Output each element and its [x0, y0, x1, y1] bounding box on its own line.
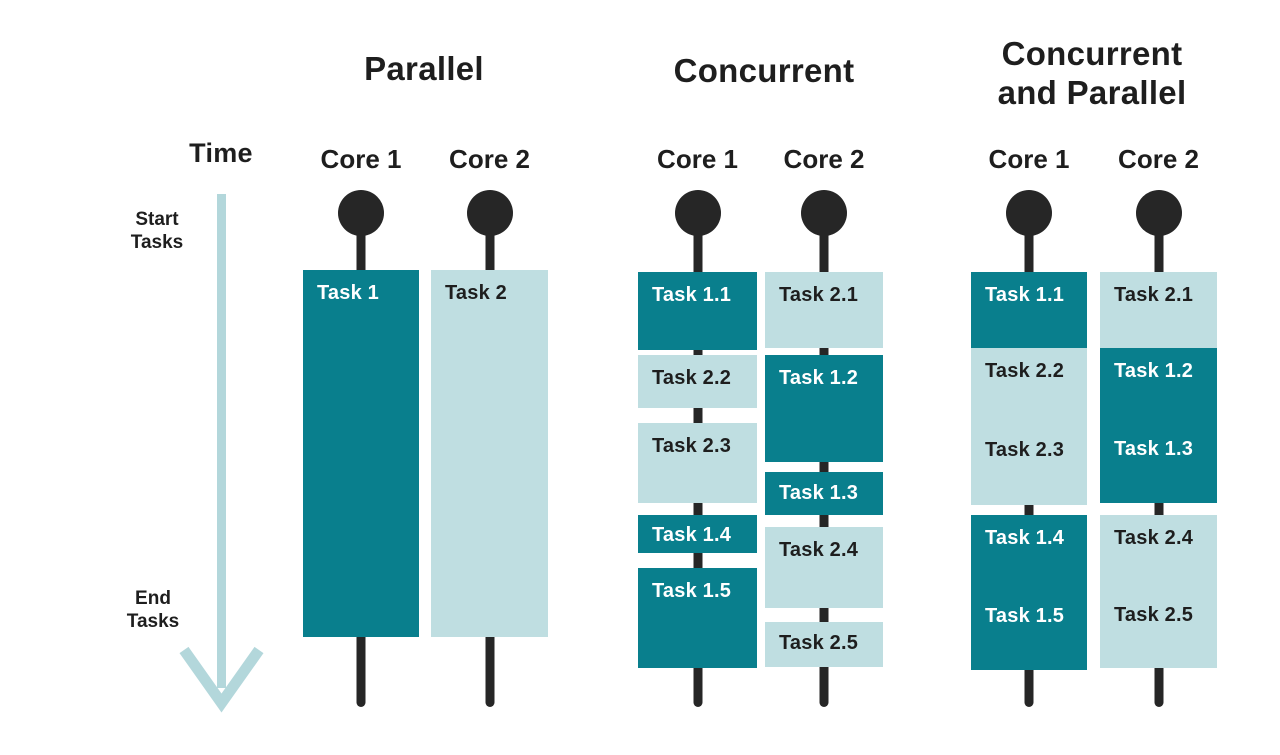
section-title-line: Concurrent: [673, 52, 855, 89]
start-tasks-line1: Start: [135, 209, 179, 230]
task-box: Task 2.1: [765, 272, 883, 348]
task-box: Task 1: [303, 270, 419, 637]
task-box: Task 1.2: [765, 355, 883, 462]
task-half: Task 1.5: [971, 593, 1087, 671]
section-title-line: and Parallel: [997, 74, 1187, 111]
task-box: Task 1.3: [765, 472, 883, 515]
end-tasks-label: End Tasks: [127, 587, 179, 633]
task-box: Task 2.1: [1100, 272, 1217, 348]
task-label: Task 1.4: [985, 527, 1065, 549]
core-column-concurrent-core2: Core 2 Task 2.1 Task 1.2 Task 1.3 Task 2…: [765, 0, 883, 755]
task-box: Task 2.5: [765, 622, 883, 667]
section-title-concurrent: Concurrent: [674, 51, 855, 90]
task-box: Task 2.4: [765, 527, 883, 608]
start-tasks-line2: Tasks: [130, 232, 184, 253]
section-title-line: Parallel: [364, 50, 484, 87]
task-label: Task 2.1: [779, 284, 859, 306]
section-title-concurrent-parallel: Concurrent and Parallel: [998, 34, 1187, 112]
core-header: Core 1: [320, 144, 402, 174]
core-start-dot: [466, 190, 513, 236]
section-title-line: Concurrent: [1001, 35, 1183, 72]
task-label: Task 1.5: [652, 580, 732, 602]
core-start-dot: [338, 190, 384, 236]
task-box-merged: Task 1.2 Task 1.3: [1100, 348, 1217, 503]
task-box: Task 1.1: [638, 272, 757, 350]
task-label: Task 1.2: [1114, 360, 1194, 382]
task-half: Task 1.2: [1100, 348, 1217, 426]
task-label: Task 1.3: [779, 482, 859, 504]
end-tasks-line1: End: [135, 588, 171, 609]
task-box: Task 1.4: [638, 515, 757, 553]
task-label: Task 1.2: [779, 367, 859, 389]
task-half: Task 2.4: [1100, 515, 1217, 592]
core-column-parallel-core1: Core 1 Task 1: [303, 0, 419, 755]
task-label: Task 2.3: [985, 438, 1065, 461]
core-column-parallel-core2: Core 2 Task 2: [431, 0, 548, 755]
core-header: Core 2: [1118, 144, 1199, 174]
task-label: Task 2.4: [779, 539, 859, 561]
core-header: Core 2: [449, 144, 530, 174]
task-label: Task 1.1: [985, 284, 1065, 306]
task-label: Task 2: [445, 282, 507, 304]
task-label: Task 1.5: [985, 604, 1065, 627]
core-header: Core 2: [783, 144, 865, 174]
task-label: Task 2.5: [1114, 603, 1194, 626]
task-label: Task 2.2: [985, 360, 1065, 382]
core-start-dot: [801, 190, 847, 236]
core-header: Core 1: [657, 144, 738, 174]
task-box: Task 2: [431, 270, 548, 637]
task-half: Task 1.3: [1100, 426, 1217, 504]
task-box-merged: Task 2.4 Task 2.5: [1100, 515, 1217, 668]
task-half: Task 2.3: [971, 427, 1087, 506]
core-column-concparallel-core2: Core 2 Task 2.1 Task 1.2 Task 1.3 Task 2…: [1100, 0, 1217, 755]
time-axis-title: Time: [189, 138, 253, 168]
section-title-parallel: Parallel: [364, 49, 484, 88]
task-label: Task 2.2: [652, 367, 732, 389]
core-start-dot: [1006, 190, 1052, 236]
task-label: Task 2.4: [1114, 527, 1194, 549]
core-start-dot: [1135, 190, 1182, 236]
task-box: Task 1.5: [638, 568, 757, 668]
task-label: Task 1.1: [652, 284, 732, 306]
task-label: Task 2.1: [1114, 284, 1194, 306]
core-header: Core 1: [988, 144, 1070, 174]
core-column-concparallel-core1: Core 1 Task 1.1 Task 2.2 Task 2.3 Task 1…: [971, 0, 1087, 755]
task-label: Task 1.4: [652, 524, 732, 546]
task-half: Task 2.5: [1100, 592, 1217, 669]
task-box: Task 2.2: [638, 355, 757, 408]
task-half: Task 1.4: [971, 515, 1087, 593]
time-arrow-icon: [179, 194, 264, 713]
start-tasks-label: Start Tasks: [131, 208, 183, 254]
task-label: Task 1.3: [1114, 437, 1194, 460]
core-start-dot: [674, 190, 721, 236]
end-tasks-line2: Tasks: [126, 611, 180, 632]
task-box: Task 1.1: [971, 272, 1087, 348]
task-label: Task 1: [317, 282, 379, 304]
task-box-merged: Task 2.2 Task 2.3: [971, 348, 1087, 505]
task-label: Task 2.5: [779, 632, 859, 654]
task-box: Task 2.3: [638, 423, 757, 503]
task-box-merged: Task 1.4 Task 1.5: [971, 515, 1087, 670]
task-label: Task 2.3: [652, 435, 732, 457]
task-half: Task 2.2: [971, 348, 1087, 427]
core-column-concurrent-core1: Core 1 Task 1.1 Task 2.2 Task 2.3 Task 1…: [638, 0, 757, 755]
